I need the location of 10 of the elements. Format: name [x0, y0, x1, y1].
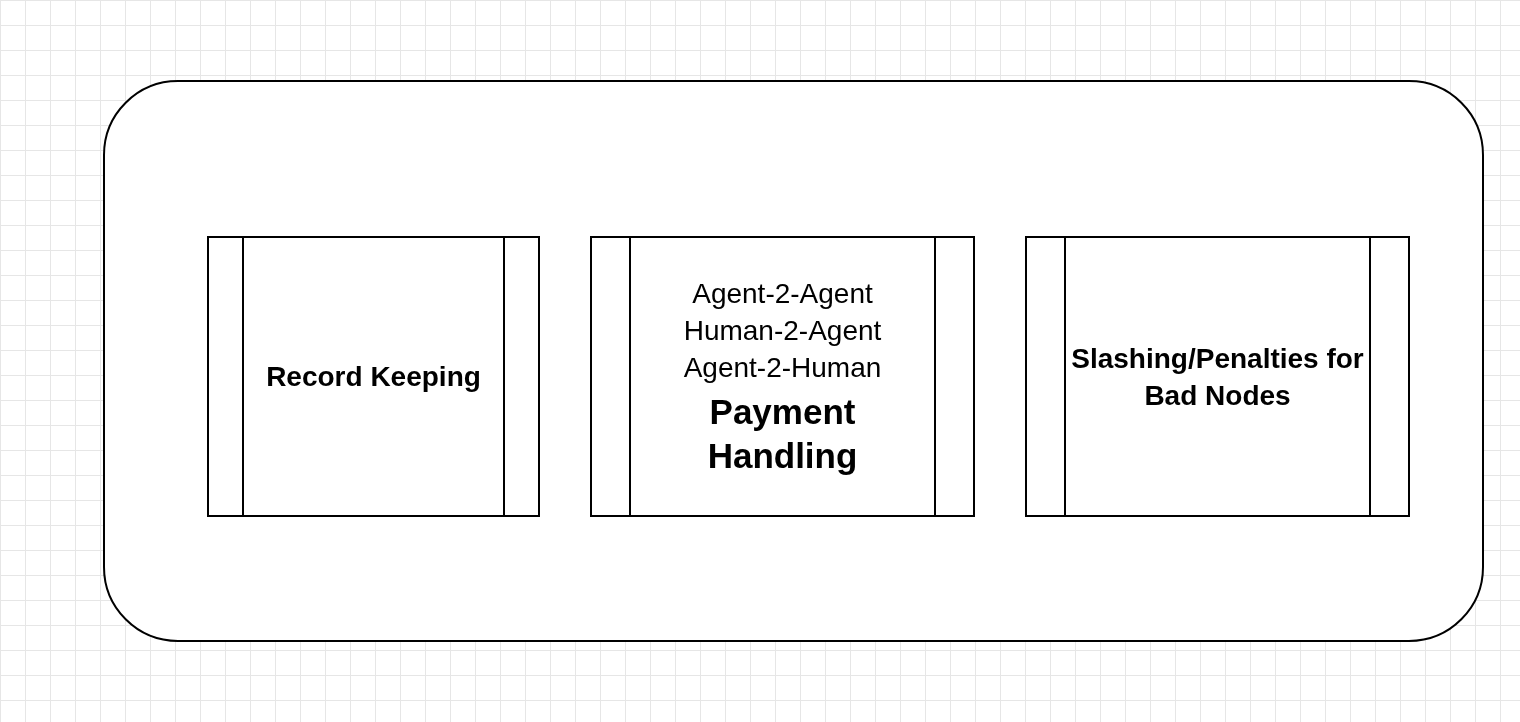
container-box: [103, 80, 1484, 642]
box-text: Agent-2-Agent: [692, 277, 873, 311]
box-text: Human-2-Agent: [683, 314, 882, 348]
process-box: [1025, 236, 1410, 517]
process-box: [207, 236, 540, 517]
box-title: Slashing/Penalties for Bad Nodes: [1071, 341, 1364, 413]
box-title: Payment Handling: [706, 391, 859, 477]
box-text: Agent-2-Human: [683, 351, 882, 385]
box-title: Record Keeping: [266, 360, 481, 394]
process-box: [590, 236, 975, 517]
